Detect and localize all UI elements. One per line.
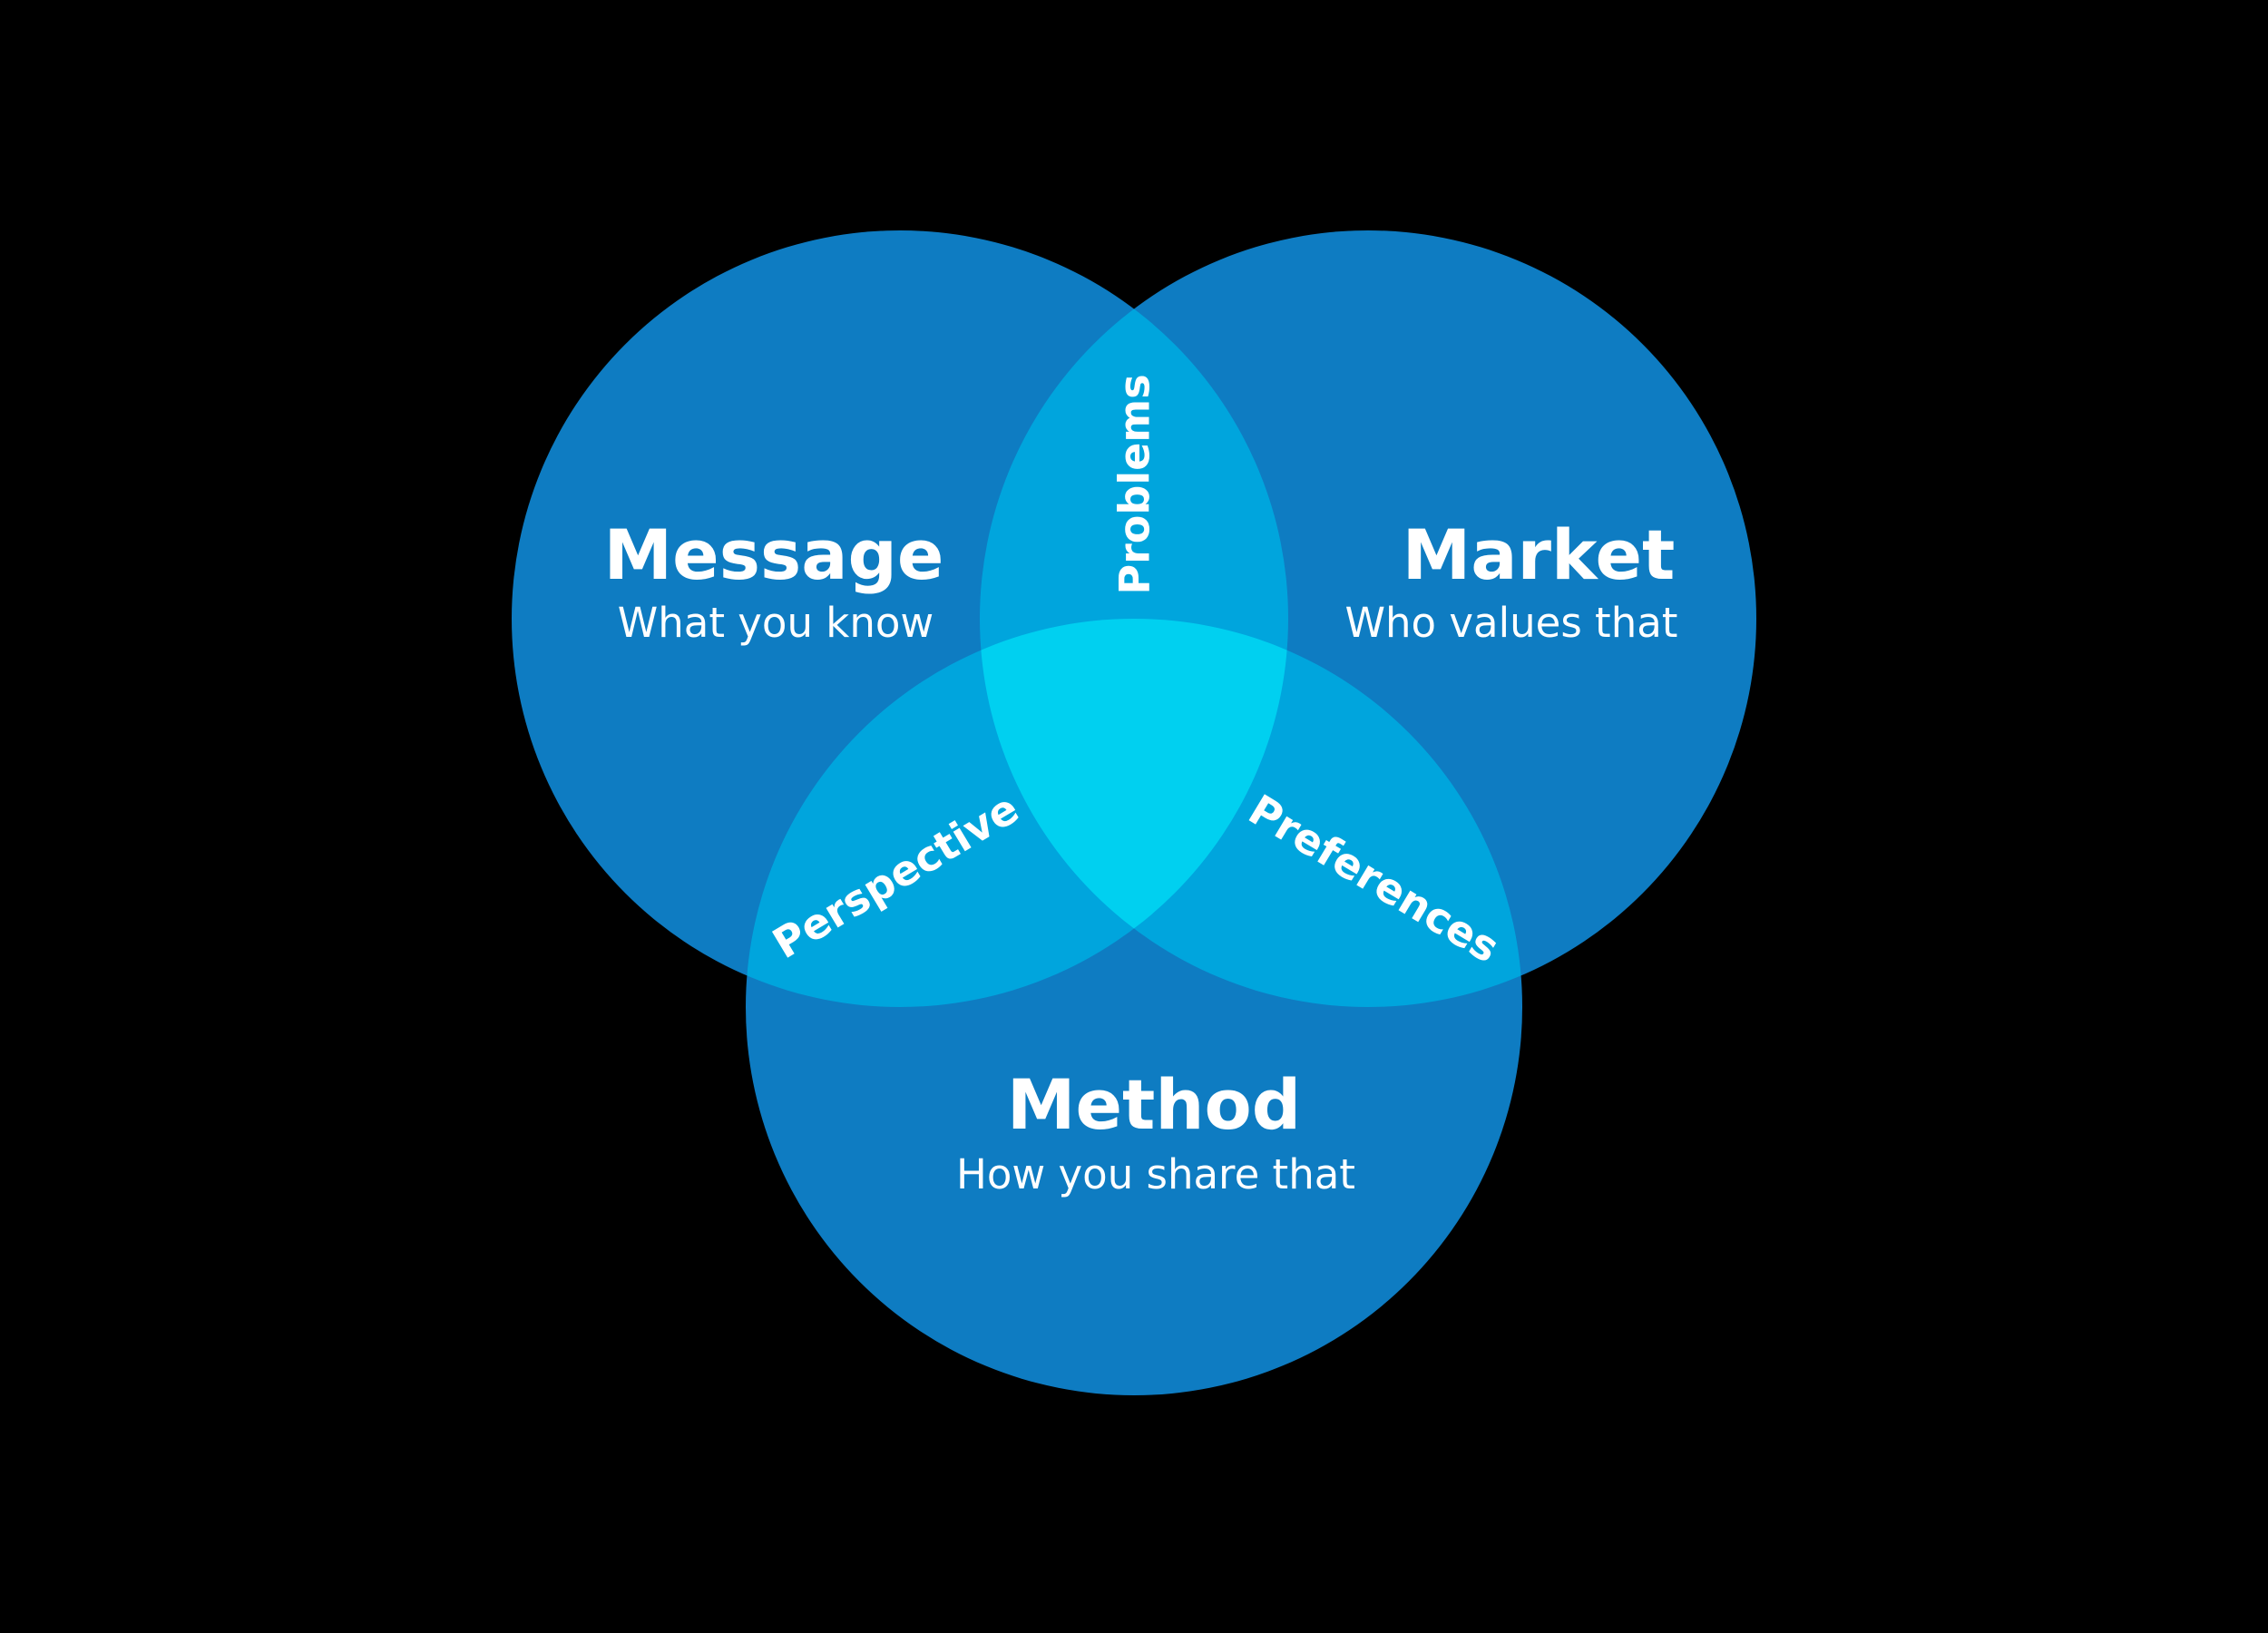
message-method-overlap [746, 619, 1288, 1007]
message-subtitle: What you know [618, 599, 934, 647]
market-method-overlap [980, 619, 1522, 1007]
market-subtitle: Who values that [1345, 599, 1678, 647]
message-title: Message [604, 514, 944, 595]
problems-label: Problems [1110, 374, 1159, 594]
method-subtitle: How you share that [956, 1150, 1355, 1198]
market-method-overlap-shape [980, 619, 1522, 1007]
market-title: Market [1403, 514, 1676, 595]
method-title: Method [1007, 1064, 1301, 1145]
message-method-overlap-shape [746, 619, 1288, 1007]
